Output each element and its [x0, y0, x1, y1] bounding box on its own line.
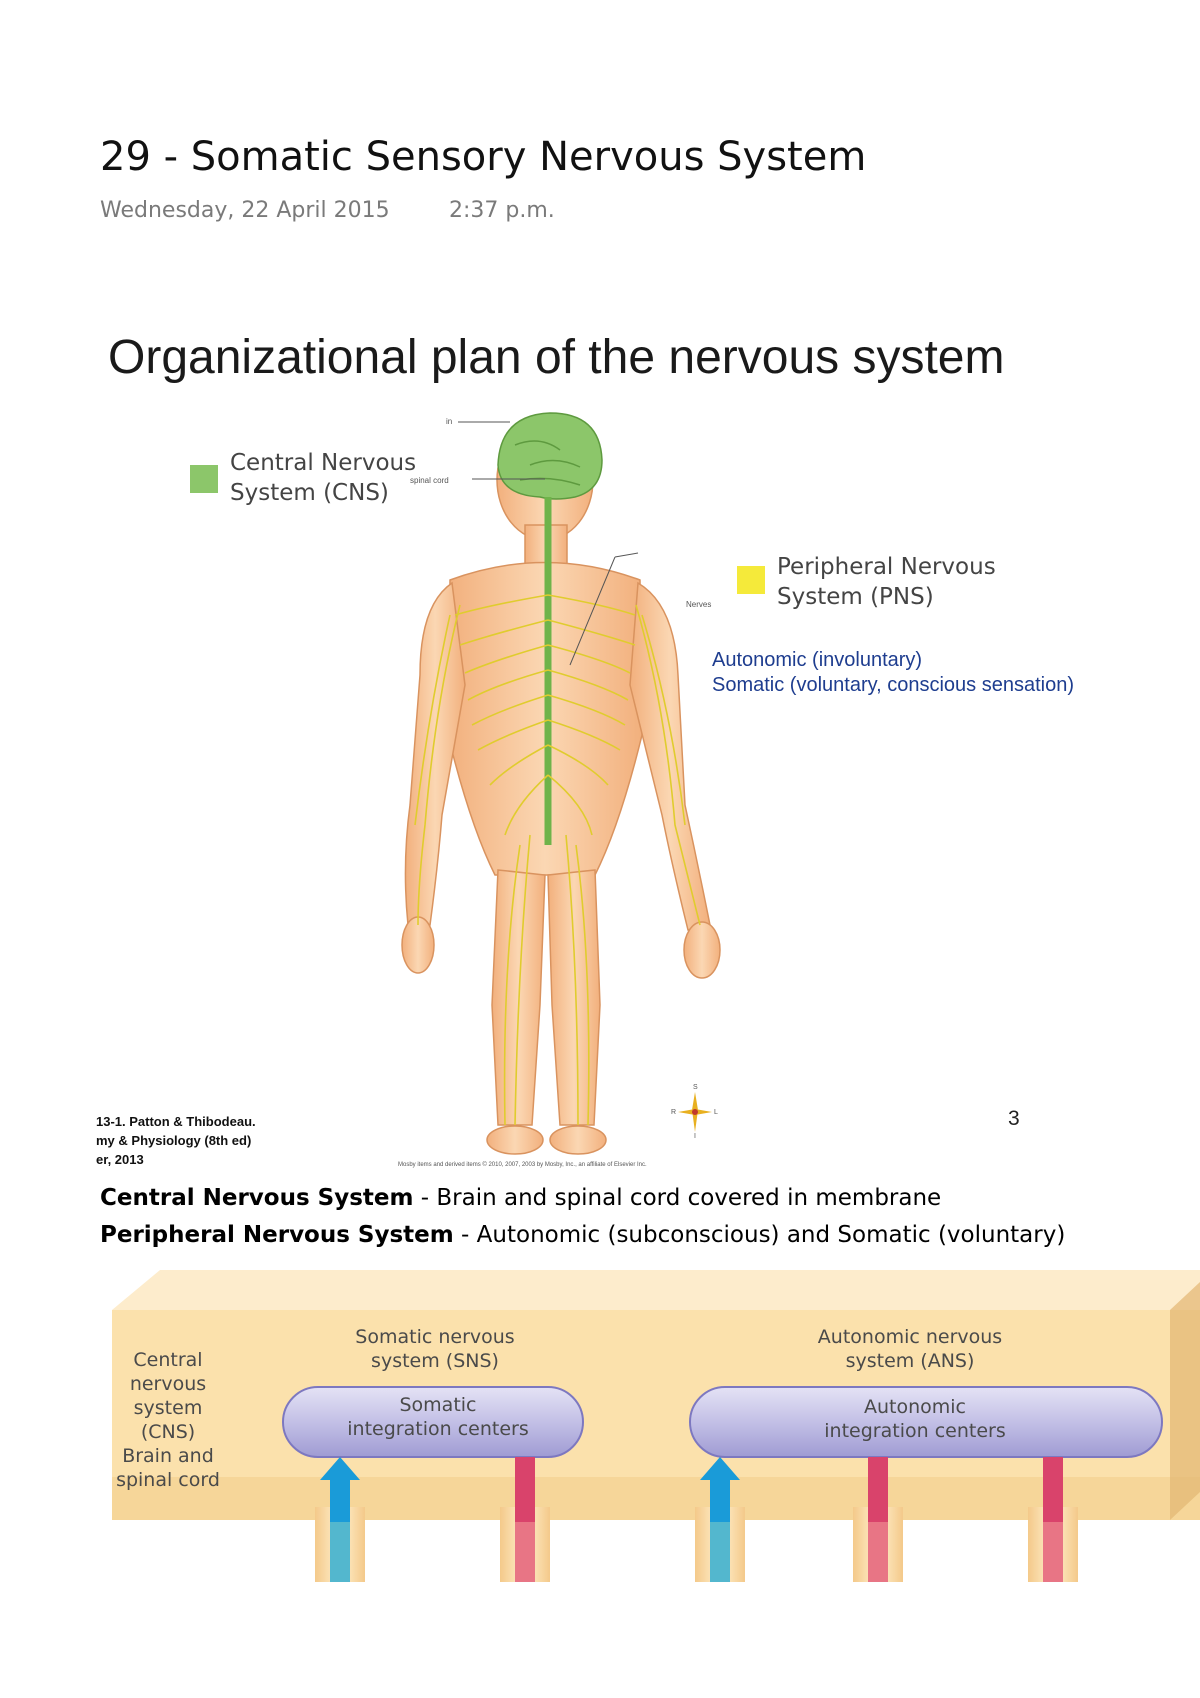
copyright-notice: Mosby items and derived items © 2010, 20… — [398, 1162, 647, 1168]
citation-line-2: my & Physiology (8th ed) — [96, 1133, 252, 1148]
citation-line-3: er, 2013 — [96, 1152, 144, 1167]
pns-legend-label: Peripheral Nervous System (PNS) — [777, 554, 996, 610]
compass-l: L — [714, 1109, 718, 1116]
slide-number: 3 — [1008, 1107, 1020, 1130]
cns-legend-swatch — [190, 465, 218, 493]
page-time: 2:37 p.m. — [449, 198, 555, 223]
pns-division-somatic: Somatic (voluntary, conscious sensation) — [712, 674, 1075, 696]
spinal-cord-callout-label: spinal cord — [410, 476, 449, 485]
nerves-callout-label: Nerves — [686, 600, 712, 609]
pns-division-autonomic: Autonomic (involuntary) — [712, 649, 923, 671]
compass-i: I — [694, 1133, 696, 1140]
nervous-system-divisions-diagram — [112, 1270, 1200, 1582]
note-pns: Peripheral Nervous System - Autonomic (s… — [100, 1222, 1066, 1248]
compass-s: S — [693, 1084, 698, 1091]
brain-callout-label: in — [446, 417, 453, 426]
page-date: Wednesday, 22 April 2015 — [100, 198, 390, 223]
cns-legend-label: Central Nervous System (CNS) — [230, 450, 417, 506]
compass-rose-icon — [678, 1092, 712, 1132]
note-cns: Central Nervous System - Brain and spina… — [100, 1185, 942, 1211]
pns-legend-swatch — [737, 566, 765, 594]
ans-header-label: Autonomic nervous system (ANS) — [817, 1326, 1003, 1372]
autonomic-integration-centers-box: Autonomic integration centers — [824, 1396, 1006, 1442]
somatic-integration-centers-box: Somatic integration centers — [347, 1394, 529, 1440]
citation-line-1: 13-1. Patton & Thibodeau. — [96, 1114, 256, 1129]
nervous-system-body-illustration — [401, 412, 721, 1155]
cns-division-label: Central nervous system (CNS) Brain and s… — [116, 1349, 220, 1491]
page-title: 29 - Somatic Sensory Nervous System — [100, 134, 867, 180]
slide-title: Organizational plan of the nervous syste… — [108, 331, 1005, 384]
compass-r: R — [671, 1109, 677, 1116]
sns-header-label: Somatic nervous system (SNS) — [355, 1326, 515, 1372]
